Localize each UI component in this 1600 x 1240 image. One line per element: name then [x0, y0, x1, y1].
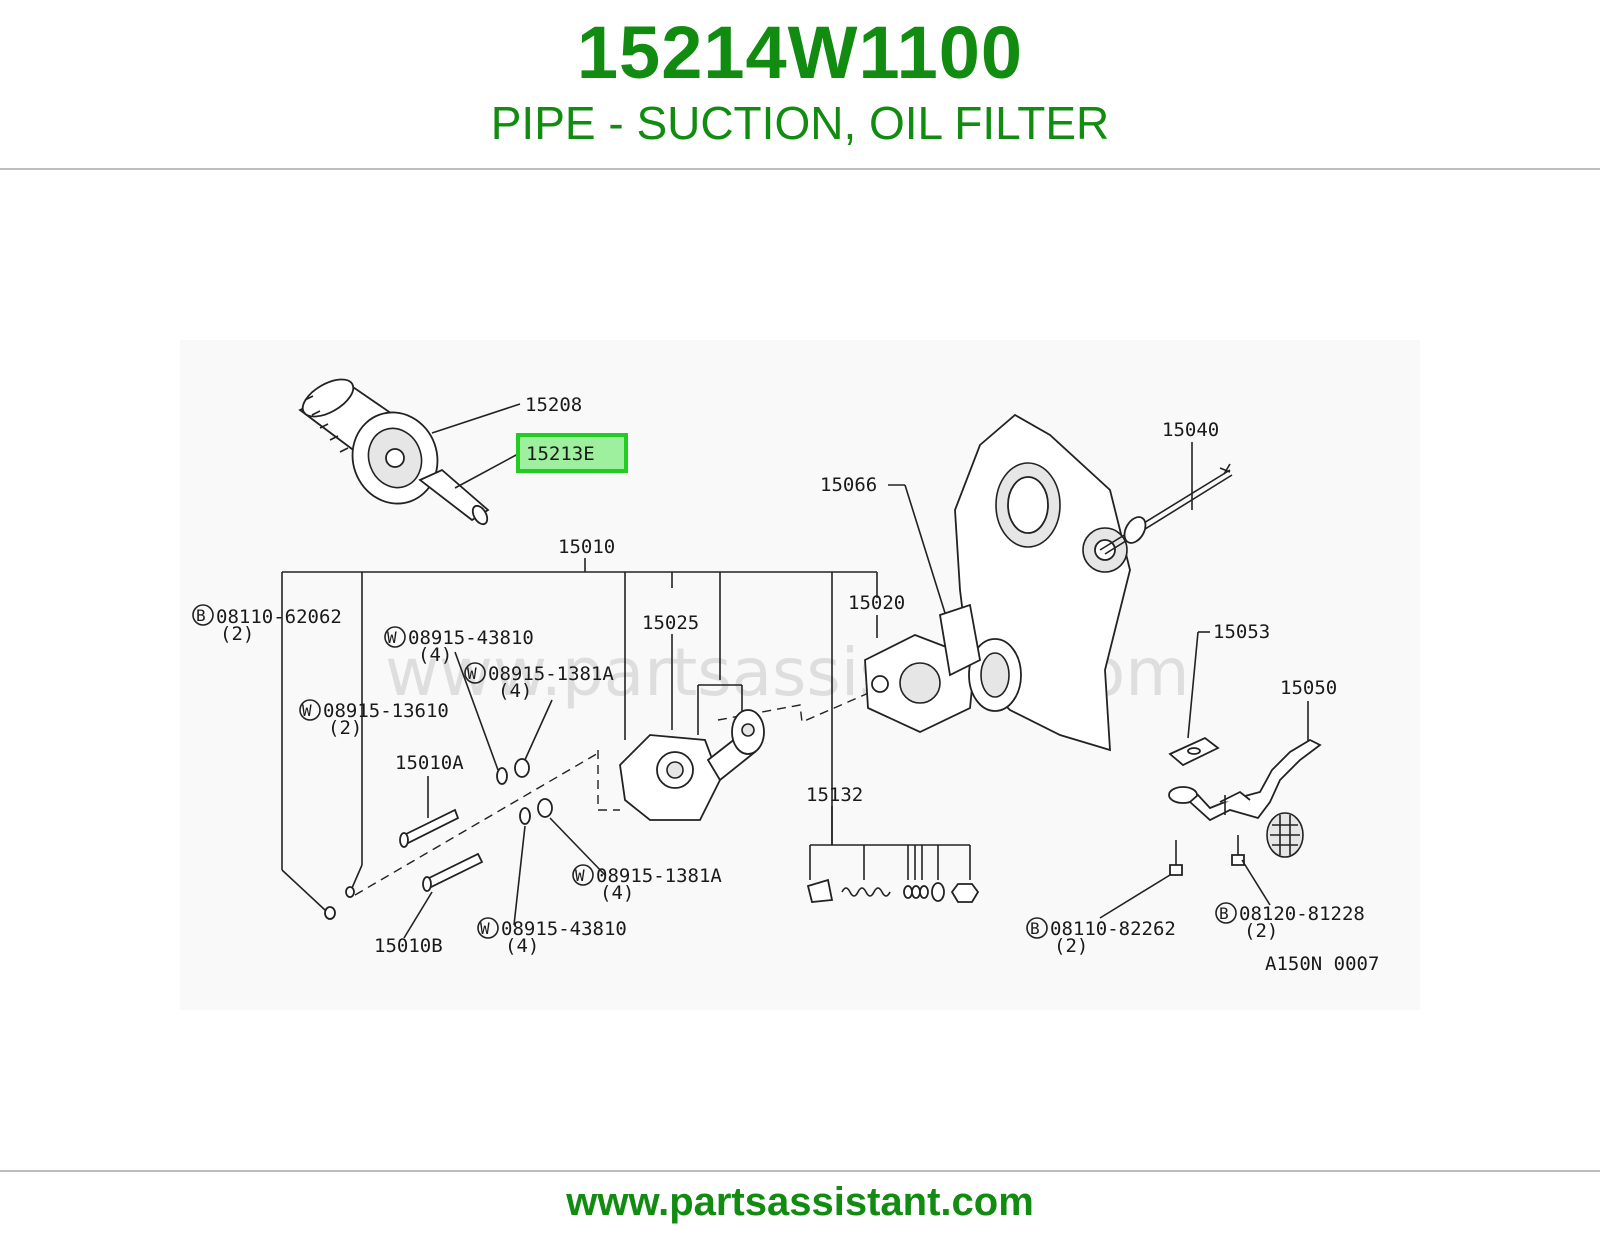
drive-spindle-15040[interactable] [1099, 463, 1233, 555]
qty-08110-62062: (2) [220, 623, 254, 645]
bolt-08110-82262[interactable] [1169, 840, 1183, 876]
qty-08110-82262: (2) [1054, 935, 1088, 957]
prefix-b-3: B [1219, 904, 1229, 923]
washer-w1[interactable] [496, 758, 553, 825]
parts-diagram: www.partsassistant.com 15208 15213E 1501… [180, 340, 1420, 1010]
oil-pump-body[interactable] [619, 709, 765, 821]
label-08120-81228: 08120-81228 [1239, 903, 1365, 925]
prefix-w-2: W [467, 664, 477, 683]
label-08915-1381a-b: 08915-1381A [596, 865, 722, 887]
prefix-w-3: W [302, 701, 312, 720]
header: 15214W1100 PIPE - SUCTION, OIL FILTER [0, 0, 1600, 170]
label-15010a: 15010A [395, 752, 464, 774]
label-08915-43810-a: 08915-43810 [408, 627, 534, 649]
prefix-b-2: B [1030, 919, 1040, 938]
footer-url-link[interactable]: www.partsassistant.com [566, 1180, 1034, 1224]
bolt-15010a[interactable] [399, 808, 460, 848]
part-name-subtitle: PIPE - SUCTION, OIL FILTER [490, 97, 1110, 149]
prefix-w-1: W [387, 628, 397, 647]
qty-08915-1381a-b: (4) [600, 882, 634, 904]
qty-08915-1381a-a: (4) [498, 680, 532, 702]
label-15040: 15040 [1162, 419, 1219, 441]
part-number-title: 15214W1100 [576, 11, 1024, 94]
highlight-box[interactable] [516, 433, 628, 473]
gasket-15053[interactable] [1168, 736, 1220, 767]
qty-08915-13610: (2) [328, 717, 362, 739]
qty-08915-43810-b: (4) [505, 935, 539, 957]
parts-diagram-svg: www.partsassistant.com 15208 15213E 1501… [192, 372, 1379, 975]
label-15053: 15053 [1213, 621, 1270, 643]
label-15132: 15132 [806, 784, 863, 806]
label-15213e[interactable]: 15213E [526, 443, 595, 465]
label-15025: 15025 [642, 612, 699, 634]
label-15020: 15020 [848, 592, 905, 614]
prefix-w-5: W [480, 919, 490, 938]
label-08915-43810-b: 08915-43810 [501, 918, 627, 940]
label-15050: 15050 [1280, 677, 1337, 699]
oil-strainer-15050[interactable] [1168, 738, 1322, 858]
relief-valve-kit-15132[interactable] [806, 878, 980, 903]
label-08915-13610: 08915-13610 [323, 700, 449, 722]
screw-bottom-left[interactable] [324, 886, 355, 920]
bolt-15010b[interactable] [422, 852, 484, 892]
suction-pipe-15213e[interactable] [418, 468, 490, 527]
prefix-w-4: W [575, 866, 585, 885]
bolt-08120-81228[interactable] [1231, 835, 1245, 866]
bottom-divider [0, 1170, 1600, 1172]
qty-08120-81228: (2) [1244, 920, 1278, 942]
prefix-b-1: B [196, 606, 206, 625]
diagram-code: A150N 0007 [1265, 953, 1379, 975]
oil-filter-15208[interactable] [297, 372, 450, 516]
label-08915-1381a-a: 08915-1381A [488, 663, 614, 685]
label-15010b: 15010B [374, 935, 443, 957]
front-cover[interactable] [938, 413, 1131, 752]
label-15208: 15208 [525, 394, 582, 416]
label-08110-62062: 08110-62062 [216, 606, 342, 628]
label-08110-82262: 08110-82262 [1050, 918, 1176, 940]
qty-08915-43810-a: (4) [418, 644, 452, 666]
top-divider [0, 168, 1600, 170]
label-15066: 15066 [820, 474, 877, 496]
label-15010: 15010 [558, 536, 615, 558]
